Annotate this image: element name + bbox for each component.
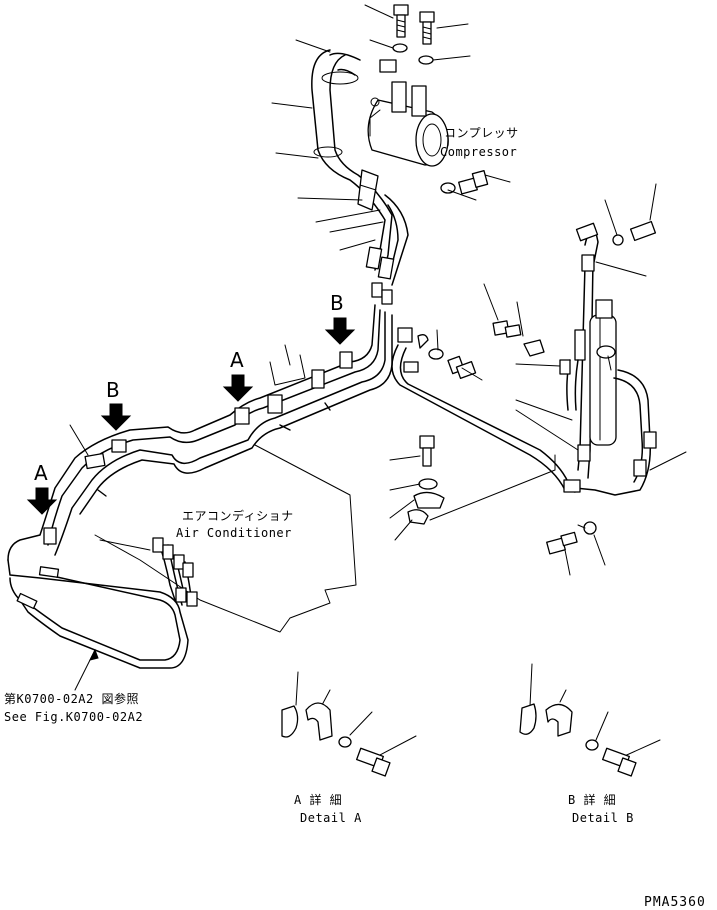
- detail-a-parts: [281, 671, 417, 777]
- lower-right-hose: [391, 344, 581, 493]
- compressor: [367, 59, 449, 167]
- detail-a-title-jp: A 詳 細: [294, 792, 342, 807]
- detail-a-title-en: Detail A: [300, 811, 362, 825]
- compressor-hoses: [311, 49, 409, 305]
- arrow-label-a-left: A: [34, 461, 48, 485]
- detail-b-title-jp: B 詳 細: [568, 792, 616, 807]
- view-arrow-b-right: B: [324, 291, 356, 345]
- view-arrow-a-mid: A: [222, 348, 254, 402]
- see-fig-label-en: See Fig.K0700-02A2: [4, 710, 143, 724]
- arrow-label-b-left: B: [106, 378, 120, 402]
- detail-b-title-en: Detail B: [572, 811, 634, 825]
- detail-b-parts: [519, 663, 661, 777]
- aircon-label-jp: エアコンディショナ: [182, 508, 294, 523]
- view-arrow-b-left: B: [100, 378, 132, 431]
- compressor-label-en: Compressor: [440, 145, 517, 159]
- arrow-label-a-mid: A: [230, 348, 244, 372]
- aircon-label-en: Air Conditioner: [176, 526, 292, 540]
- leader-lines: [69, 4, 687, 691]
- see-fig-label-jp: 第K0700-02A2 図参照: [4, 691, 139, 706]
- main-hose-bundle: [7, 304, 393, 669]
- view-arrow-a-left: A: [26, 461, 58, 515]
- compressor-bolts: [392, 4, 489, 195]
- arrow-label-b-right: B: [330, 291, 344, 315]
- air-conditioner-unit: [94, 344, 357, 633]
- drawing-code: PMA5360: [644, 895, 706, 910]
- compressor-label-jp: コンプレッサ: [444, 126, 519, 140]
- receiver-drier-assembly: [559, 220, 657, 496]
